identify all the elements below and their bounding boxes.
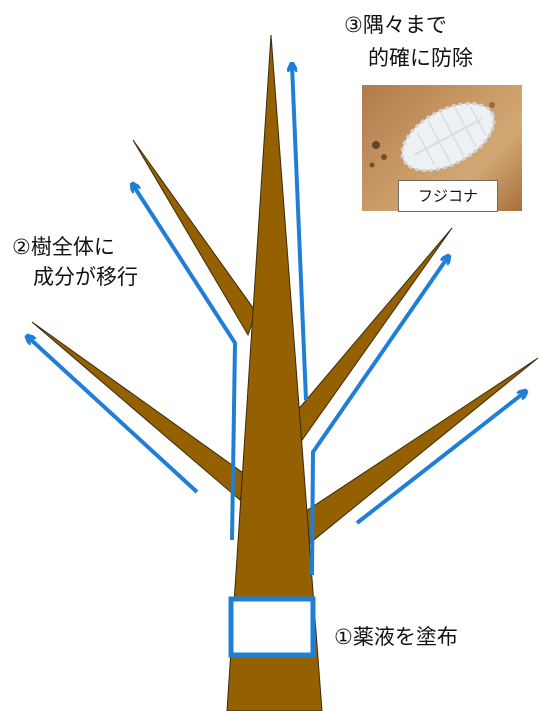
branch-lower-left [32, 322, 246, 500]
branch-upper-right [296, 228, 452, 443]
step3-label-line2: 的確に防除 [368, 45, 473, 71]
branch-upper-left [133, 140, 256, 335]
arrow-lower-left-branch [28, 337, 197, 492]
photo-caption: フジコナ [398, 180, 498, 212]
arrow-lower-right-branch [357, 392, 525, 523]
arrow-upper-right-branch [312, 257, 448, 575]
application-band [231, 599, 313, 655]
step2-label-line2: 成分が移行 [33, 264, 138, 290]
step1-label: ①薬液を塗布 [334, 624, 458, 650]
step2-label-line1: ②樹全体に [12, 234, 115, 260]
step3-label-line1: ③隅々まで [344, 12, 447, 38]
arrow-upper-left-branch [133, 185, 235, 540]
